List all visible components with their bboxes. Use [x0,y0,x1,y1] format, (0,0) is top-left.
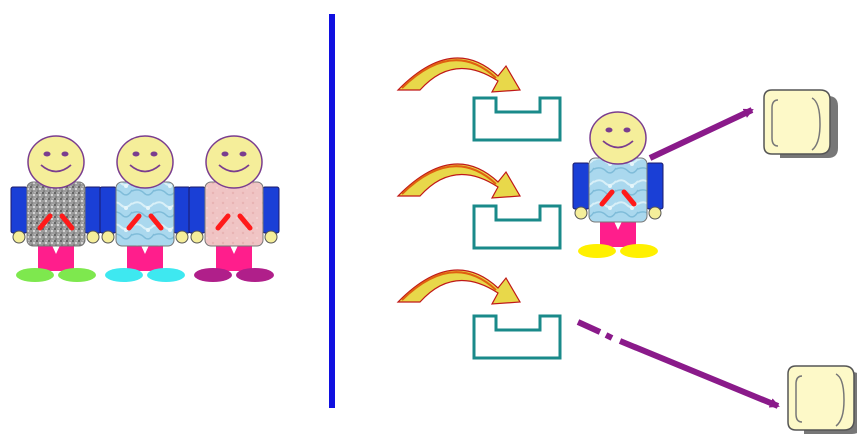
pointer-arrow-bottom [578,322,778,406]
smiley-figure-icon [11,136,101,282]
pointer-arrow-top [650,110,752,158]
curved-arrow-icon [398,270,520,304]
curved-arrow-icon [398,58,520,92]
slot-icon [474,316,560,358]
seat-icon [788,366,857,434]
waiting-figures-group [11,136,279,282]
smiley-figure-icon [573,112,663,258]
curved-arrows-group [398,58,520,304]
curved-arrow-icon [398,164,520,198]
seat-icon [764,90,838,158]
smiley-figure-icon [189,136,279,282]
slot-icon [474,98,560,140]
active-figure-group [573,112,663,258]
slot-icon [474,206,560,248]
slots-group [474,98,560,358]
smiley-figure-icon [100,136,190,282]
